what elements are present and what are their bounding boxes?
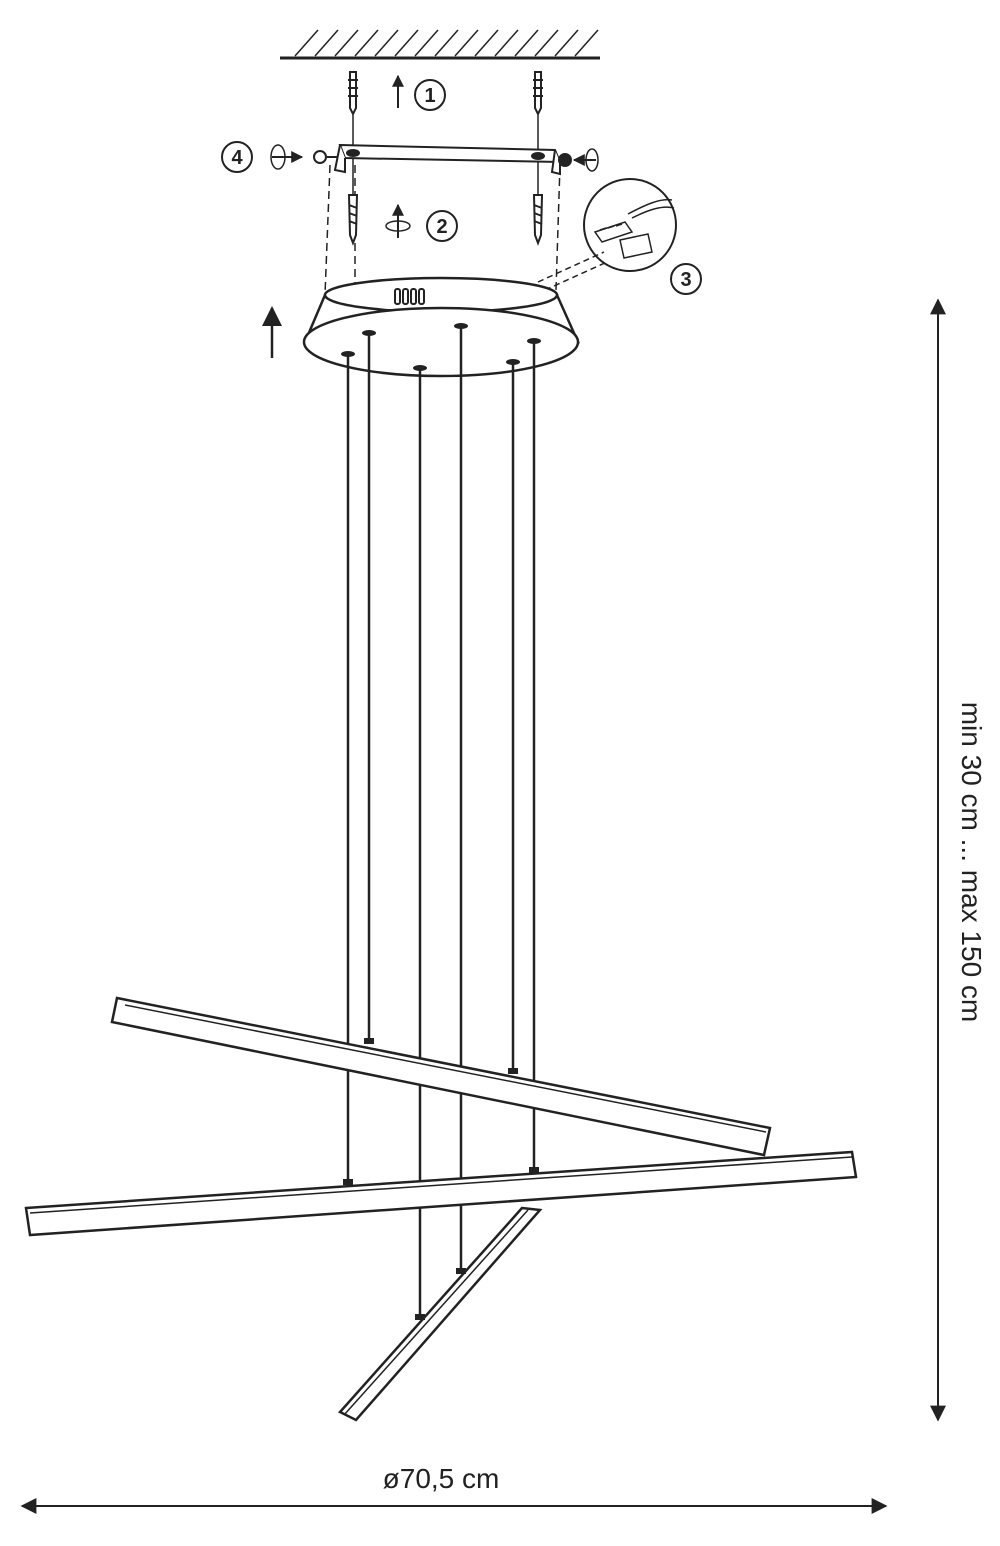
step-1-marker: 1	[392, 74, 446, 111]
step-1-label: 1	[424, 85, 435, 107]
wall-plug-icon	[348, 71, 543, 117]
step-3-marker: 3	[670, 263, 702, 295]
height-label: min 30 cm ... max 150 cm	[956, 702, 987, 1023]
light-bar-diagonal	[337, 1206, 543, 1422]
step-2-marker: 2	[385, 203, 458, 242]
step-2-label: 2	[436, 216, 447, 238]
ceiling	[280, 29, 600, 60]
mounting-bracket	[333, 143, 562, 176]
step-4-marker: 4	[221, 141, 599, 173]
light-bar-upper	[110, 996, 772, 1157]
height-dimension: min 30 cm ... max 150 cm	[930, 298, 987, 1422]
step-4-label: 4	[231, 147, 243, 169]
suspension-cables	[346, 326, 536, 1318]
rotate-arrow-icon	[585, 148, 599, 172]
rotate-arrow-icon	[385, 220, 411, 232]
connector-detail-icon	[537, 178, 677, 291]
screw-icon	[313, 150, 572, 167]
cable-anchors	[341, 323, 541, 371]
canopy	[302, 276, 580, 378]
cable-clamps	[343, 1038, 539, 1320]
diameter-dimension: ø70,5 cm	[20, 1463, 888, 1514]
guide-lines	[324, 115, 561, 296]
screw-icon	[347, 194, 544, 246]
rotate-arrow-icon	[270, 144, 286, 170]
light-bar-lower	[24, 1150, 858, 1237]
diameter-label: ø70,5 cm	[383, 1463, 500, 1494]
step-3-label: 3	[680, 269, 691, 291]
